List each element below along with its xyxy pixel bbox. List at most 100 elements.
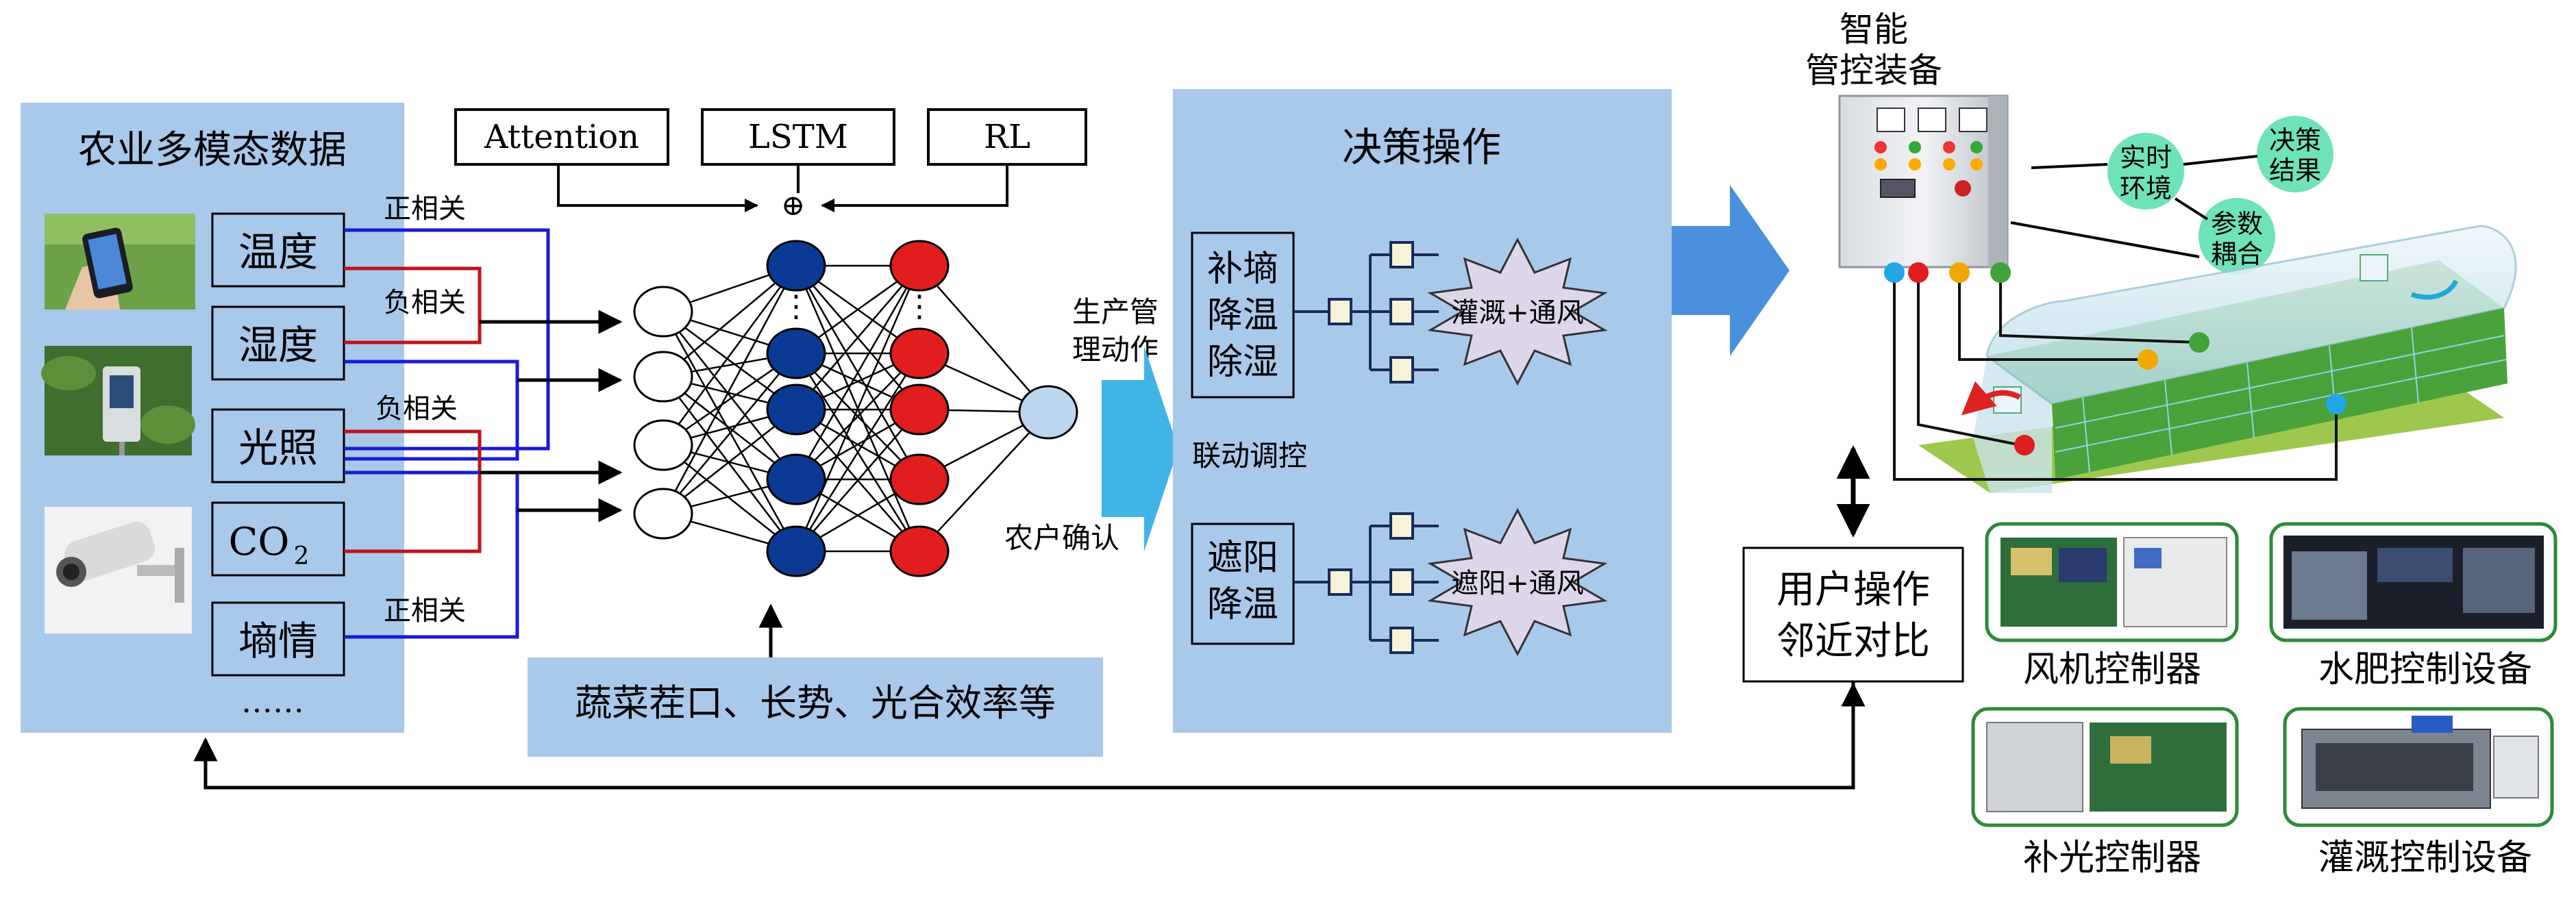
corr-label-neg2: 负相关 — [375, 393, 458, 425]
data-panel-title: 农业多模态数据 — [78, 128, 347, 173]
multimodal-data-panel: 农业多模态数据 温度 — [21, 103, 404, 733]
svg-text:结果: 结果 — [2269, 155, 2321, 186]
svg-text:温度: 温度 — [238, 229, 318, 275]
sensor-dot-yellow — [1949, 262, 1970, 283]
svg-text:CO: CO — [229, 520, 290, 564]
camera-photo — [45, 507, 192, 633]
decision-group-moisture: 补墒 降温 除湿 灌溉+通风 — [1191, 231, 1608, 399]
more-ellipsis: …… — [241, 683, 304, 720]
shading-ventilation-burst — [1427, 507, 1608, 657]
positive-line-temp-light — [344, 228, 550, 451]
corr-label-pos2: 正相关 — [384, 595, 466, 627]
output-node — [889, 327, 950, 379]
svg-text:光照: 光照 — [238, 425, 318, 471]
input-node — [633, 488, 693, 540]
svg-text:降温: 降温 — [1207, 584, 1278, 625]
lstm-box: LSTM — [701, 108, 895, 166]
sensor-dot-red — [1908, 262, 1929, 283]
network-edge — [662, 311, 797, 552]
decision-panel-title: 决策操作 — [1342, 124, 1501, 171]
greenhouse-dot-blue — [2326, 394, 2346, 414]
device-label: 水肥控制设备 — [2318, 649, 2532, 690]
final-action-node — [1018, 385, 1078, 440]
sensor-dot-green — [1990, 262, 2011, 283]
sensor-wires — [1893, 274, 2338, 481]
rl-box: RL — [927, 108, 1087, 166]
output-node — [889, 453, 950, 505]
merge-plus-icon: ⊕ — [781, 188, 805, 222]
corr-label-neg1: 负相关 — [384, 287, 466, 318]
svg-text:耦合: 耦合 — [2211, 239, 2263, 269]
input-node — [633, 419, 693, 471]
network-edge — [795, 409, 920, 552]
linkage-control-label: 联动调控 — [1192, 439, 1307, 473]
svg-text:参数: 参数 — [2211, 209, 2263, 239]
network-edge — [662, 376, 797, 552]
var-humidity: 湿度 — [211, 305, 345, 381]
network-edge — [662, 353, 797, 514]
crop-status-box: 蔬菜茬口、长势、光合效率等 — [528, 657, 1103, 757]
network-edge — [662, 311, 797, 480]
smart-equipment: 智能 管控装备 实时 环境 决策 结果 — [1805, 10, 2517, 493]
control-cabinet-image — [1838, 95, 2009, 268]
greenhouse-dot-red — [2014, 435, 2035, 455]
negative-line-temp-humidity — [344, 266, 482, 344]
sensor-dot-blue — [1884, 262, 1905, 283]
hidden-ellipsis: ⋮ — [781, 289, 811, 324]
decision-panel-background — [1173, 89, 1672, 733]
svg-text:灌溉+通风: 灌溉+通风 — [1451, 297, 1584, 329]
device-fertigation: 水肥控制设备 — [2269, 522, 2558, 690]
network-edge — [919, 412, 1049, 552]
user-comparison-box: 用户操作 邻近对比 — [1742, 547, 1964, 683]
irrigation-ventilation-burst — [1427, 237, 1608, 386]
negative-line-light-co2 — [344, 429, 482, 553]
svg-text:实时: 实时 — [2120, 142, 2172, 173]
input-layer — [633, 286, 693, 540]
bubble-param: 参数 耦合 — [2199, 198, 2275, 275]
decision-group-shading: 遮阳 降温 遮阳+通风 — [1191, 507, 1608, 657]
var-temperature: 温度 — [211, 212, 345, 288]
network-edge — [795, 265, 920, 410]
network-edge — [795, 353, 921, 552]
device-light-controller: 补光控制器 — [1971, 707, 2239, 879]
svg-text:降温: 降温 — [1207, 295, 1278, 336]
positive-line-soil — [344, 470, 519, 639]
svg-text:湿度: 湿度 — [238, 322, 318, 368]
network-edge — [919, 265, 1049, 413]
bubble-result: 决策 结果 — [2257, 116, 2333, 192]
to-equipment-arrow — [1672, 185, 1789, 356]
svg-text:墒情: 墒情 — [238, 618, 318, 664]
network-edge — [795, 265, 921, 552]
production-action-label-1: 生产管 — [1072, 295, 1159, 329]
hidden-node — [766, 240, 826, 292]
network-edge — [662, 265, 797, 377]
svg-text:RL: RL — [984, 118, 1030, 156]
bubble-env: 实时 环境 — [2107, 133, 2184, 210]
network-edge — [795, 265, 921, 480]
equipment-title-1: 智能 — [1840, 10, 1908, 49]
smartphone-photo — [45, 214, 195, 310]
svg-text:邻近对比: 邻近对比 — [1776, 619, 1930, 664]
network-edge — [662, 265, 797, 514]
to-decision-arrow — [1102, 346, 1178, 551]
neural-network: ⋮ ⋮ 生产管 理动作 农户确认 蔬菜茬口、长势、光合效率等 — [528, 240, 1159, 757]
hidden-node — [766, 384, 826, 436]
network-edges — [662, 264, 1049, 553]
soil-sensor-photo — [41, 346, 195, 455]
var-co2: CO 2 — [211, 501, 345, 577]
corr-label-pos1: 正相关 — [384, 193, 466, 225]
svg-text:LSTM: LSTM — [748, 118, 848, 156]
bubble-links — [2010, 155, 2258, 258]
output-node — [889, 525, 950, 577]
output-ellipsis: ⋮ — [904, 289, 934, 324]
svg-text:除湿: 除湿 — [1207, 342, 1278, 383]
device-label: 补光控制器 — [2023, 838, 2201, 879]
model-components: Attention LSTM RL ⊕ — [454, 108, 1087, 222]
hidden-node — [766, 525, 826, 577]
hidden-node — [766, 453, 826, 505]
output-node — [889, 240, 950, 292]
svg-text:补墒: 补墒 — [1207, 249, 1278, 290]
svg-text:遮阳+通风: 遮阳+通风 — [1451, 568, 1584, 599]
svg-text:决策: 决策 — [2269, 125, 2321, 155]
